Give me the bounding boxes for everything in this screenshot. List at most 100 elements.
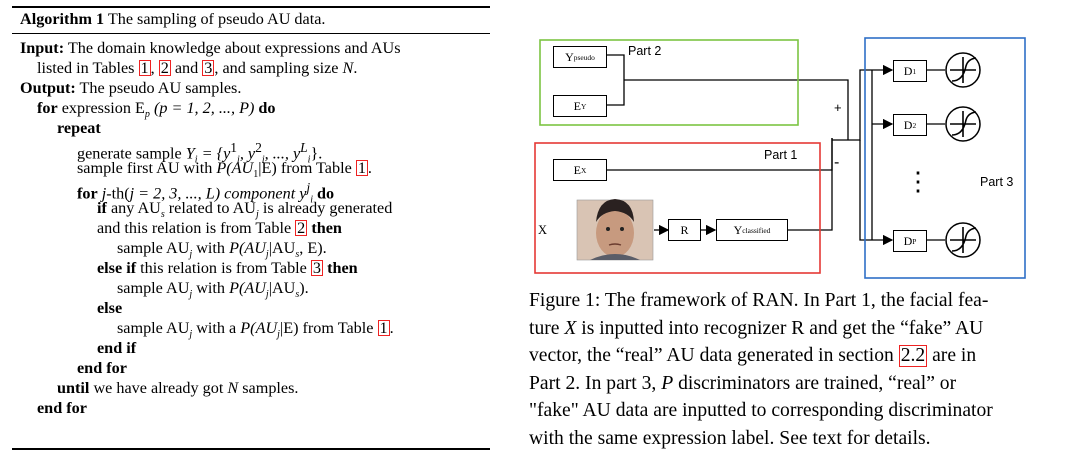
sample-first-text: sample first AU with [77,159,213,177]
and-word: and [174,59,199,77]
samp-c: P(AU [229,239,266,257]
y-classified-sub: classified [742,225,771,235]
sub-1: 1 [253,169,259,181]
caption-l3a: vector, the “real” AU data generated in … [529,345,894,367]
top-rule [12,6,490,8]
sup-1: 1 [230,140,238,155]
sample-1-line: sample AUj with P(AUj|AUs, E). [117,238,327,265]
mid-rule [12,33,490,34]
sub-s: s [295,289,300,301]
sub-p: p [144,109,150,121]
var-n: N [227,379,239,397]
samp-c: P(AU [240,319,278,337]
prob-au: P(AU [216,159,254,177]
sup-2: 2 [255,140,262,155]
rel-text: and this relation is from Table [97,219,292,237]
if-c: is already generated [262,199,393,217]
caption-line-1: Figure 1: The framework of RAN. In Part … [529,290,989,311]
input-label: Input: [20,39,65,57]
input-text-2: listed in Tables [37,59,135,77]
samp-b: with [196,279,226,297]
recognizer-r-box: R [668,219,701,241]
x-input-label: X [538,223,548,237]
bus-top [832,69,872,141]
algorithm-label: Algorithm 1 [20,10,105,28]
gen-math-b: = {y [201,144,231,163]
part2-label: Part 2 [628,44,662,58]
sample-first-c: |E) from Table [258,159,352,177]
e-x-sub: X [580,165,587,175]
y-classified-main: Y [733,222,743,237]
sample-2-line: sample AUj with P(AUj|AUs). [117,278,309,305]
sup-l: L [300,140,308,155]
table-ref-1[interactable]: 1 [355,159,368,177]
end-for-outer-line: end for [37,398,87,418]
caption-line-4: Part 2. In part 3, P discriminators are … [529,370,1024,398]
face-photo [576,199,654,261]
table-ref-3[interactable]: 3 [202,59,215,77]
part2-bracket [606,54,625,106]
kw-for: for [77,184,98,203]
table-ref-1[interactable]: 1 [377,319,390,337]
for-component-line: for j-th(j = 2, 3, ..., L) component yji… [77,178,334,211]
dp-sub: P [912,236,917,246]
output-text: The pseudo AU samples. [79,79,242,97]
sub-j: j [265,289,269,301]
until-text: we have already got [93,379,224,397]
input-text: The domain knowledge about expressions a… [67,39,401,57]
th-text: -th( [106,184,130,203]
part2-frame [539,39,799,126]
samp-d: |AU [268,239,296,257]
caption-var-p: P [661,372,674,394]
d2-sub: 2 [912,120,917,130]
var-y: y [299,184,307,203]
real-path [624,79,849,140]
samp-e: , E). [299,239,327,257]
sub-s: s [295,249,300,261]
kw-then: then [327,259,358,277]
for-expression-line: for expression Ep (p = 1, 2, ..., P) do [37,98,276,125]
table-ref-2[interactable]: 2 [158,59,171,77]
dp-main: D [903,233,913,248]
kw-else: else [97,299,123,317]
caption-l2a: ture [529,317,560,339]
caption-var-x: X [564,317,577,339]
samp-c: P(AU [229,279,266,297]
sub-i: i [310,194,313,206]
caption-line-3: vector, the “real” AU data generated in … [529,342,1024,370]
input-line-2: listed in Tables 1, 2 and 3, and samplin… [37,58,357,78]
e-x-main: E [573,162,581,177]
generate-line: generate sample Yi = {y1i, y2i, ..., yLi… [77,138,322,171]
output-label: Output: [20,79,76,97]
plus-sign: + [834,100,842,115]
kw-repeat: repeat [57,119,101,137]
table-ref-2[interactable]: 2 [295,219,308,237]
sub-j: j [277,329,280,341]
d1-sub: 1 [912,66,917,76]
table-ref-1[interactable]: 1 [138,59,151,77]
var-j: j [129,184,135,203]
e-y-sub: Y [580,101,587,111]
samp-a: sample AU [117,239,190,257]
caption-line-6: with the same expression label. See text… [529,427,931,449]
var-j: j [101,184,107,203]
samp-a: sample AU [117,279,190,297]
until-line: until we have already got N samples. [57,378,298,398]
else-if-line: else if this relation is from Table 3 th… [97,258,358,278]
y-pseudo-sub: pseudo [573,52,595,62]
samp-a: sample AU [117,319,190,337]
table-ref-3[interactable]: 3 [310,259,324,277]
section-ref[interactable]: 2.2 [898,345,928,368]
part1-frame [534,142,821,274]
expr-range: (p = 1, 2, ..., P) [153,99,255,117]
if-b: related to AU [168,199,257,217]
part1-label: Part 1 [764,148,798,162]
caption-line-5: "fake" AU data are inputted to correspon… [529,400,993,422]
fake-path-lower [788,138,833,231]
d2-main: D [903,117,913,132]
